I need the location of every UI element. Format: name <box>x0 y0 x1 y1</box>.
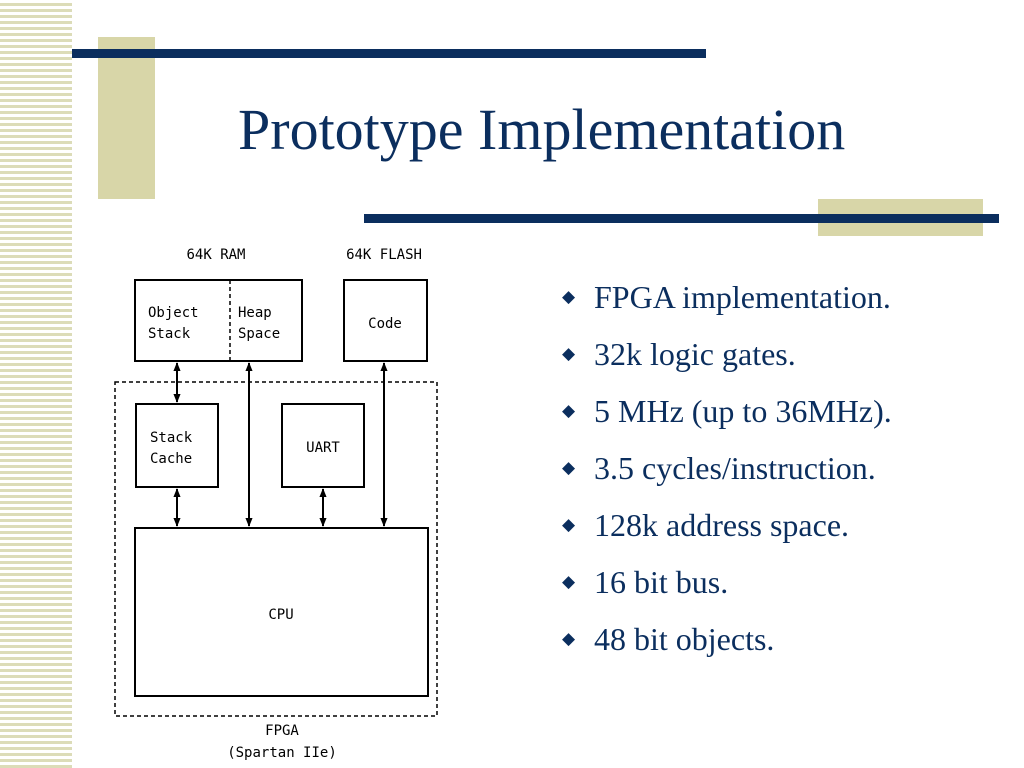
bullet-item: ◆ 128k address space. <box>560 503 1010 560</box>
fpga-caption-line1: FPGA <box>265 723 299 739</box>
bullet-item: ◆ 3.5 cycles/instruction. <box>560 446 1010 503</box>
diamond-bullet-icon: ◆ <box>562 458 576 477</box>
cpu-label: CPU <box>268 607 293 623</box>
bullet-item: ◆ 16 bit bus. <box>560 560 1010 617</box>
slide-title: Prototype Implementation <box>238 97 846 162</box>
ram-box <box>134 279 303 362</box>
uart-label: UART <box>306 440 340 456</box>
stack-cache-label-line2: Cache <box>150 451 192 467</box>
uart-box <box>281 403 365 488</box>
decorative-stripes <box>0 0 72 768</box>
heap-space-label-line2: Space <box>238 326 280 342</box>
ram-caption: 64K RAM <box>186 247 245 263</box>
diamond-bullet-icon: ◆ <box>562 629 576 648</box>
top-rule <box>72 49 706 58</box>
bullet-item: ◆ 48 bit objects. <box>560 617 1010 674</box>
heap-space-label-line1: Heap <box>238 305 272 321</box>
object-stack-label-line2: Stack <box>148 326 191 342</box>
object-stack-label-line1: Object <box>148 305 199 321</box>
bullet-text: 48 bit objects. <box>594 621 775 657</box>
flash-caption: 64K FLASH <box>346 247 422 263</box>
diamond-bullet-icon: ◆ <box>562 344 576 363</box>
bullet-text: 3.5 cycles/instruction. <box>594 450 876 486</box>
bullet-text: 16 bit bus. <box>594 564 729 600</box>
bullet-text: 128k address space. <box>594 507 850 543</box>
diamond-bullet-icon: ◆ <box>562 572 576 591</box>
bullet-item: ◆ 32k logic gates. <box>560 332 1010 389</box>
diamond-bullet-icon: ◆ <box>562 515 576 534</box>
fpga-boundary <box>114 381 438 717</box>
code-label: Code <box>368 316 402 332</box>
title-accent-block <box>98 37 155 199</box>
bullet-text: 32k logic gates. <box>594 336 796 372</box>
bullet-text: 5 MHz (up to 36MHz). <box>594 393 892 429</box>
bullet-text: FPGA implementation. <box>594 279 891 315</box>
bullet-item: ◆ FPGA implementation. <box>560 275 1010 332</box>
diamond-bullet-icon: ◆ <box>562 401 576 420</box>
bullet-item: ◆ 5 MHz (up to 36MHz). <box>560 389 1010 446</box>
cpu-box <box>134 527 429 697</box>
diamond-bullet-icon: ◆ <box>562 287 576 306</box>
bullet-list: ◆FPGA implementation. ◆32k logic gates. … <box>560 275 1010 674</box>
stack-cache-label-line1: Stack <box>150 430 193 446</box>
flash-box <box>343 279 428 362</box>
fpga-caption-line2: (Spartan IIe) <box>227 745 337 761</box>
lower-rule <box>364 214 999 223</box>
stack-cache-box <box>135 403 219 488</box>
